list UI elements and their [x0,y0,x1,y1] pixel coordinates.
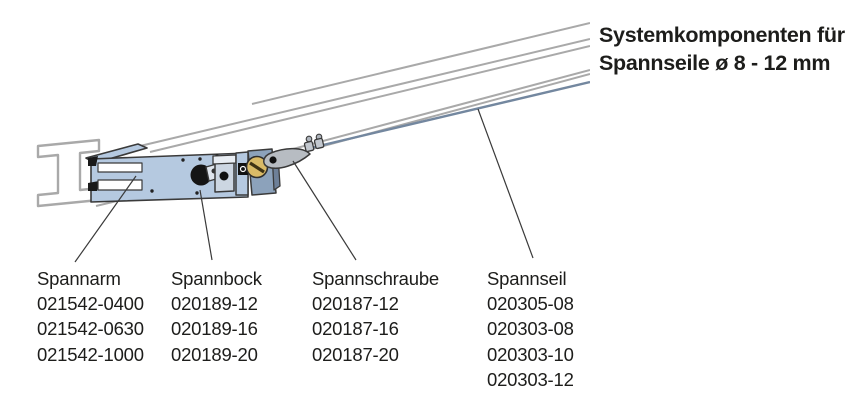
part-number: 021542-0400 [37,293,144,315]
part-number: 020187-16 [312,318,399,340]
title-line-2: Spannseile ø 8 - 12 mm [599,51,831,75]
leader-line-spannschraube [292,160,357,261]
spannarm-part [85,133,325,203]
tension-lever [263,147,311,169]
lever-pivot [269,156,277,164]
i-beam-cross-section [36,138,101,208]
spannbock-spring [239,165,247,173]
part-number: 020189-16 [171,318,258,340]
part-column-spannseil: Spannseil 020305-08 020303-08 020303-10 … [487,266,574,392]
part-number: 021542-1000 [37,343,144,365]
part-number: 020187-12 [312,293,399,315]
part-number: 020303-08 [487,318,574,340]
part-number: 020305-08 [487,293,574,315]
arm-slot-top [97,162,143,173]
clamp-claw-top [88,156,98,166]
page-title: Systemkomponenten für Spannseile ø 8 - 1… [599,21,845,77]
clamp-claw-bottom [88,181,99,191]
screw-slot [249,161,265,174]
spannbock-bolt-hole [219,171,229,181]
cable-clamps [303,133,325,153]
part-number: 020189-20 [171,343,258,365]
beam-front-top-edge-inner [149,45,590,153]
part-column-spannarm: Spannarm 021542-0400 021542-0630 021542-… [37,266,144,367]
part-number: 020189-12 [171,293,258,315]
arm-slot-bottom [97,179,143,191]
part-label-spannbock: Spannbock [171,268,262,289]
leader-line-spannarm [74,175,137,263]
leader-lines [74,108,534,263]
assembly-diagram [36,22,590,263]
cable-clamp-2 [313,137,325,150]
part-label-spannarm: Spannarm [37,268,121,289]
part-number: 020187-20 [312,343,399,365]
beam-back-top-edge [251,22,590,105]
leader-line-spannseil [477,108,534,259]
spannbock-part [205,151,249,196]
part-column-spannschraube: Spannschraube 020187-12 020187-16 020187… [312,266,439,367]
part-column-spannbock: Spannbock 020189-12 020189-16 020189-20 [171,266,262,367]
tension-cable [305,80,590,151]
part-number: 020303-12 [487,368,574,390]
beam-front-top-edge-outer [139,38,590,147]
part-label-spannschraube: Spannschraube [312,268,439,289]
part-number: 021542-0630 [37,318,144,340]
part-number: 020303-10 [487,343,574,365]
title-line-1: Systemkomponenten für [599,23,845,47]
part-label-spannseil: Spannseil [487,268,567,289]
leader-line-spannbock [199,189,213,261]
cable-clamp-1 [303,140,315,153]
spannbock-cap [212,154,237,165]
spannbock-window [238,163,248,175]
